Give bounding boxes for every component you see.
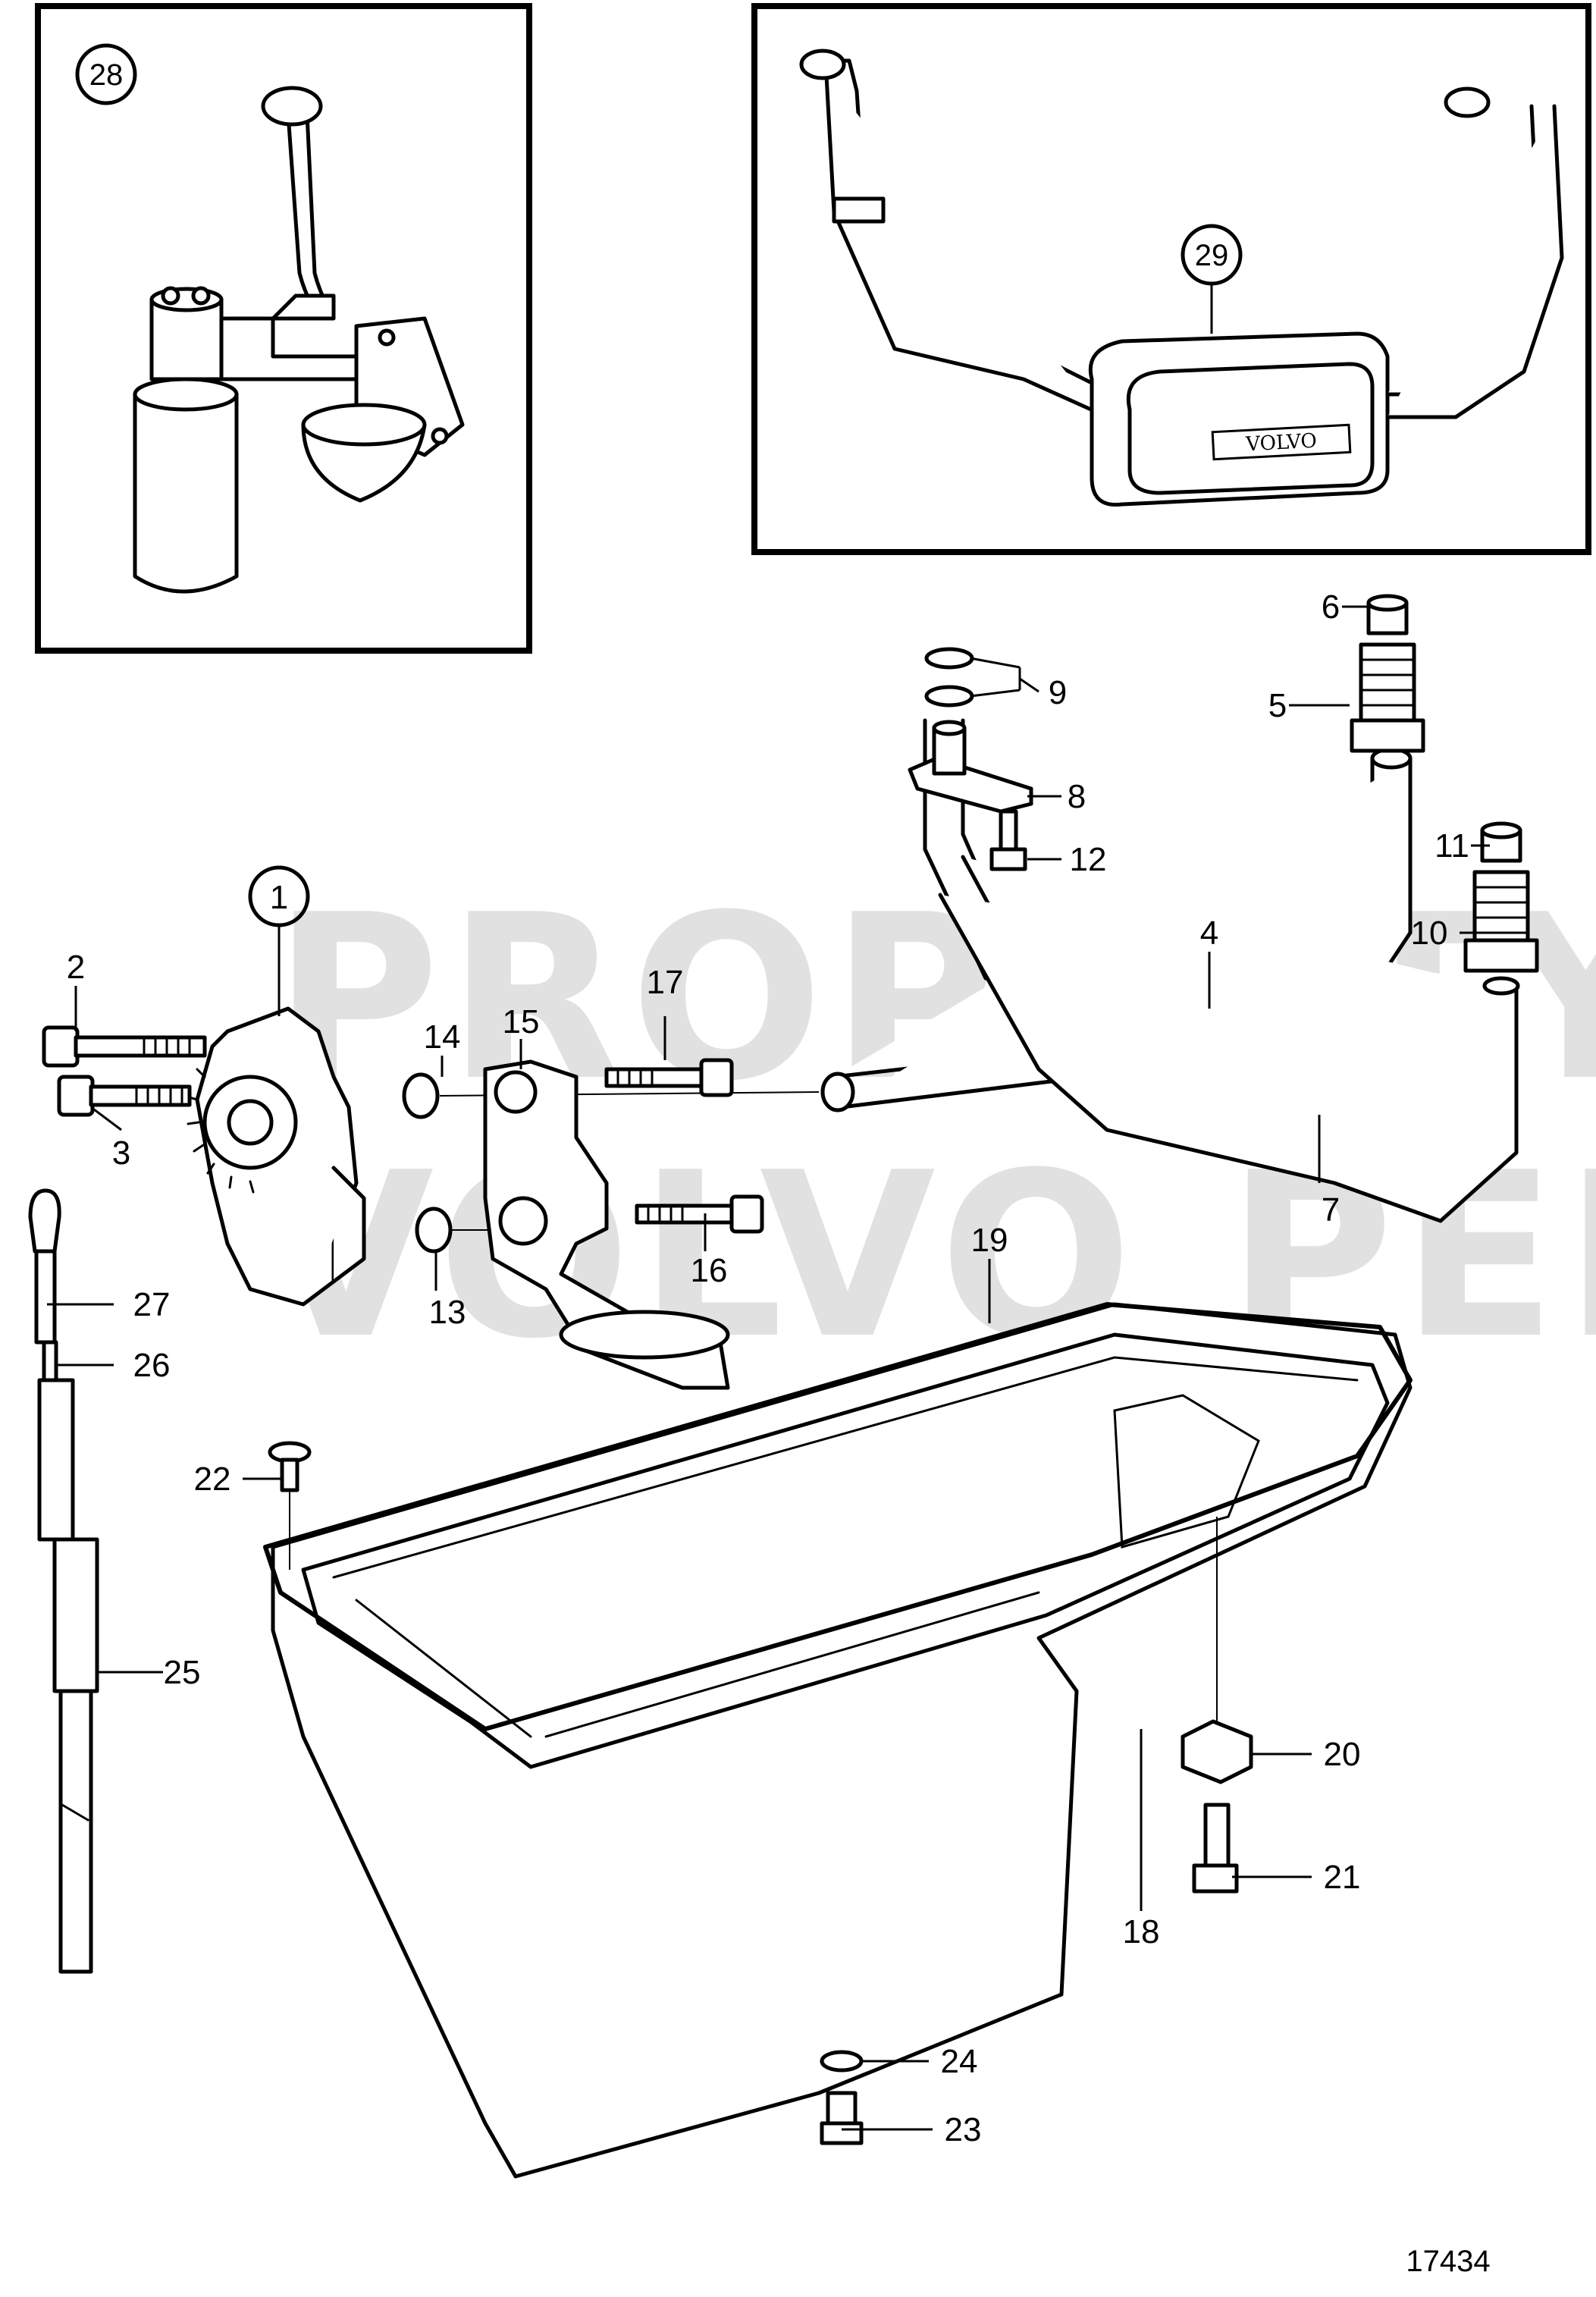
inset-ref-28: 28	[89, 58, 124, 92]
oil-pan-18	[271, 1302, 1413, 2179]
callout-numbers: 1 2 3 4 5 6 7 8 9 10 11 12 13 14 15 16 1…	[67, 588, 1469, 2148]
callout-3: 3	[112, 1134, 130, 1172]
callout-22: 22	[194, 1461, 231, 1498]
callout-19: 19	[971, 1222, 1008, 1259]
nipple-10	[1463, 870, 1539, 973]
dipstick-assembly	[28, 1188, 99, 1974]
callout-1: 1	[270, 879, 288, 916]
block-20	[1181, 1517, 1253, 1784]
flange-8	[908, 720, 1033, 814]
bolt-2	[42, 1025, 207, 1068]
callout-23: 23	[945, 2111, 982, 2148]
callout-17: 17	[647, 964, 684, 1001]
bolt-17	[604, 1058, 734, 1097]
callout-20: 20	[1324, 1736, 1361, 1773]
inset-oil-cooler: 29 VOLVO	[751, 3, 1591, 555]
gasket-19	[263, 1302, 1413, 1731]
callout-7: 7	[1322, 1191, 1340, 1229]
callout-15: 15	[503, 1003, 540, 1040]
plug-11	[1480, 821, 1522, 863]
callout-18: 18	[1123, 1913, 1160, 1950]
callout-6: 6	[1322, 588, 1340, 626]
callout-2: 2	[67, 949, 85, 986]
callout-12: 12	[1070, 841, 1107, 878]
callout-11: 11	[1435, 827, 1469, 865]
callout-16: 16	[691, 1252, 728, 1289]
callout-5: 5	[1268, 687, 1287, 724]
seals-9	[924, 647, 974, 708]
figure-number: 17434	[1406, 2245, 1490, 2278]
leader-lines	[47, 605, 1490, 2131]
oil-pump-1	[185, 1006, 366, 1307]
callout-8: 8	[1068, 778, 1086, 815]
o-ring-13	[415, 1207, 453, 1254]
callout-25: 25	[164, 1654, 201, 1691]
oil-filter-drawing	[133, 86, 465, 594]
callout-13: 13	[429, 1294, 466, 1331]
pressure-pipe-7	[938, 855, 1520, 1223]
callout-27: 27	[133, 1286, 171, 1323]
callout-4: 4	[1200, 915, 1218, 952]
callout-24: 24	[941, 2043, 978, 2080]
plug-6	[1366, 594, 1409, 635]
oil-cooler-drawing: VOLVO	[799, 49, 1564, 507]
bolt-3	[57, 1075, 192, 1117]
nipple-5	[1350, 642, 1425, 753]
bolt-12	[989, 809, 1027, 871]
cooler-nameplate: VOLVO	[1245, 430, 1318, 457]
bolt-21	[1192, 1803, 1239, 1894]
inset-frame-right	[751, 3, 1591, 555]
bolt-16	[635, 1194, 764, 1234]
callout-26: 26	[133, 1347, 171, 1384]
o-ring-14	[402, 1072, 440, 1119]
washer-24	[820, 2050, 864, 2073]
inset-frame-left	[35, 3, 532, 654]
bolt-22	[268, 1441, 312, 1570]
inset-oil-filter: 28	[35, 3, 532, 654]
callout-14: 14	[424, 1018, 461, 1056]
callout-21: 21	[1324, 1859, 1361, 1896]
strainer-housing-15	[483, 1059, 730, 1390]
callout-10: 10	[1411, 915, 1448, 952]
inset-ref-circle-28	[75, 43, 137, 105]
callout-9: 9	[1049, 674, 1067, 711]
drain-plug-23	[820, 2091, 864, 2145]
inset-ref-29: 29	[1195, 239, 1229, 272]
